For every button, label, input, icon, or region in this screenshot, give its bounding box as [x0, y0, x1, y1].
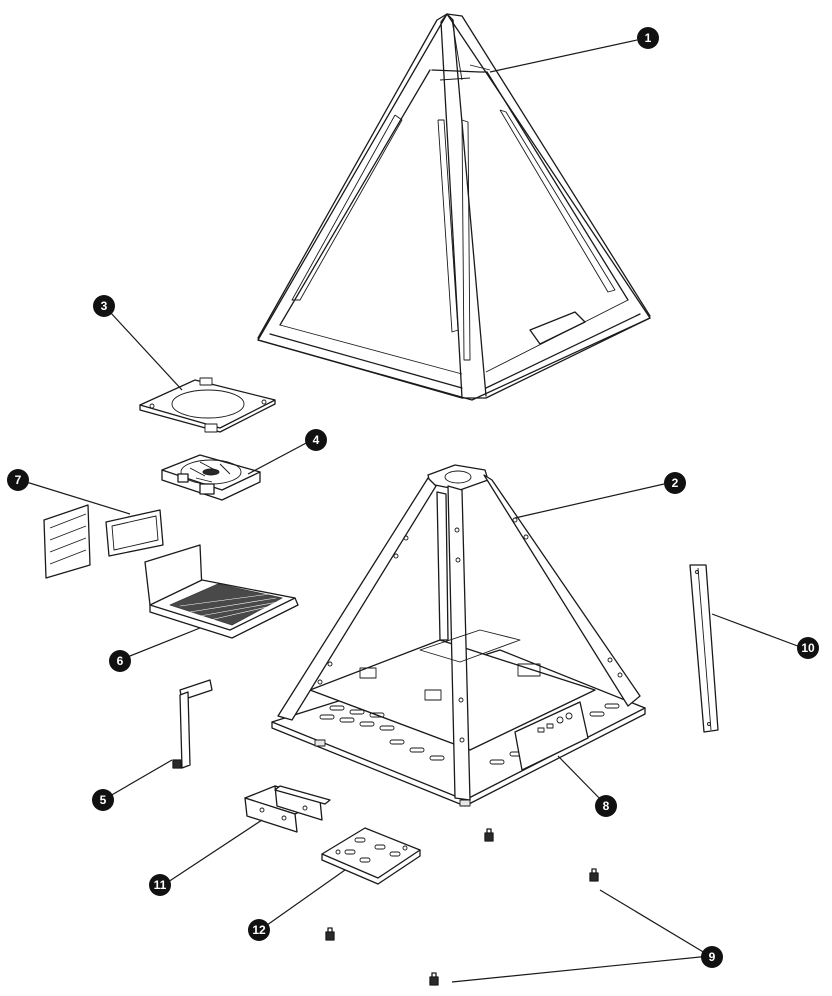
callout-label-2: 2 — [672, 476, 679, 490]
callout-12: 12 — [248, 919, 270, 941]
callout-label-1: 1 — [645, 31, 652, 45]
callout-label-3: 3 — [101, 299, 108, 313]
callout-label-8: 8 — [603, 799, 610, 813]
callout-1: 1 — [637, 27, 659, 49]
callout-5: 5 — [92, 789, 114, 811]
part-rail — [689, 564, 719, 733]
callout-6: 6 — [109, 650, 131, 672]
callout-4: 4 — [305, 429, 327, 451]
callout-label-11: 11 — [154, 878, 167, 892]
callout-label-9: 9 — [709, 950, 716, 964]
callout-label-4: 4 — [313, 433, 320, 447]
callout-label-6: 6 — [117, 654, 124, 668]
part-pyramid-cover — [257, 13, 651, 401]
screw-c — [325, 927, 335, 941]
callout-10: 10 — [797, 637, 819, 659]
part-screws — [325, 828, 599, 986]
part-frame-chassis — [271, 464, 646, 807]
callout-8: 8 — [595, 795, 617, 817]
part-fan — [161, 454, 261, 501]
callout-label-10: 10 — [801, 641, 815, 655]
part-tray — [144, 544, 299, 639]
callout-label-12: 12 — [252, 923, 266, 937]
screw-b — [589, 868, 599, 882]
part-support-bracket — [172, 679, 213, 769]
leader-lines — [22, 39, 804, 983]
callout-9: 9 — [701, 946, 723, 968]
callout-label-5: 5 — [100, 793, 107, 807]
callout-label-7: 7 — [15, 473, 22, 487]
part-mount-plate — [321, 827, 421, 885]
screw-d — [429, 972, 439, 986]
part-fan-bracket — [139, 377, 276, 433]
callout-7: 7 — [7, 469, 29, 491]
screw-a — [484, 828, 494, 842]
part-filter-panels — [43, 504, 164, 579]
callout-3: 3 — [93, 295, 115, 317]
part-drive-cage — [244, 785, 331, 833]
callout-2: 2 — [664, 472, 686, 494]
callout-11: 11 — [149, 874, 171, 896]
